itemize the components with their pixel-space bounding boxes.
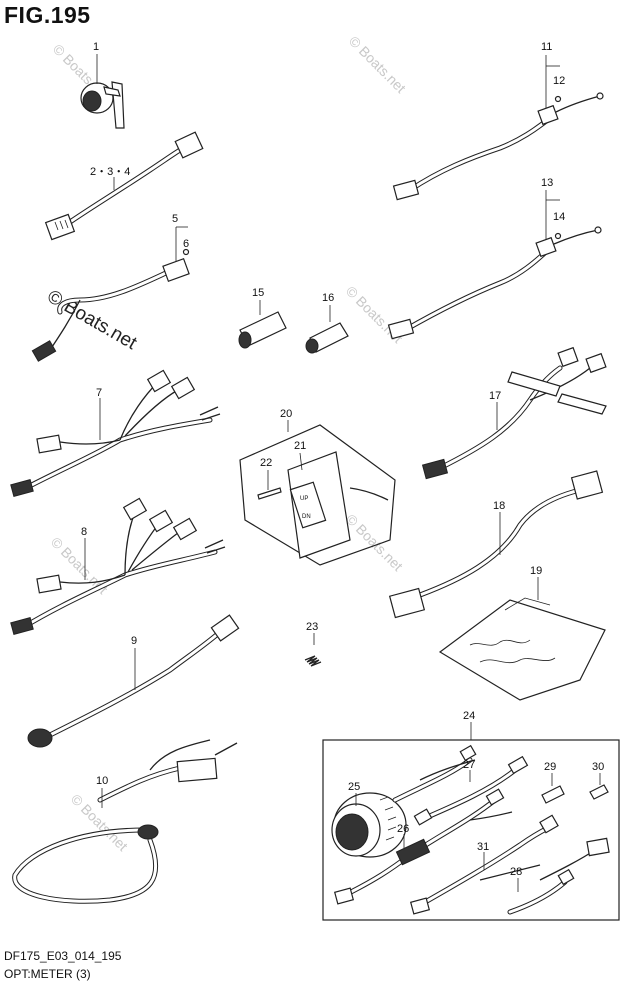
callout-26: 26	[397, 823, 409, 835]
part-20-switch-kit: UP DN	[239, 420, 396, 566]
callout-12: 12	[553, 75, 565, 87]
callout-8: 8	[81, 526, 87, 538]
switch-dn-label: DN	[302, 514, 311, 520]
part-18-cable	[388, 470, 604, 619]
figure-name: OPT:METER (3)	[4, 967, 91, 981]
callout-23: 23	[306, 621, 318, 633]
part-19-bag	[438, 577, 606, 701]
callout-21: 21	[294, 440, 306, 452]
part-15-connector	[238, 300, 287, 349]
watermark: © Boats.net	[346, 33, 409, 96]
watermark-large: © Boats.net	[44, 286, 141, 354]
callout-24: 24	[463, 710, 475, 722]
callout-9: 9	[131, 635, 137, 647]
callout-22: 22	[260, 457, 272, 469]
callout-11: 11	[541, 41, 552, 53]
callout-19: 19	[530, 565, 542, 577]
callout-31: 31	[477, 841, 489, 853]
callout-18: 18	[493, 500, 505, 512]
part-16-connector	[305, 305, 349, 354]
part-13-harness	[387, 190, 602, 340]
callout-20: 20	[280, 408, 292, 420]
callout-29: 29	[544, 761, 556, 773]
callout-labels: 1 2・3・4 5 6 7 8 9 10 11 12 13 14 15 16 1…	[81, 41, 604, 878]
part-24-kit	[322, 722, 620, 921]
part-17-harness	[421, 346, 607, 480]
part-10-cable	[12, 739, 238, 904]
callout-5: 5	[172, 213, 178, 225]
callout-28: 28	[510, 866, 522, 878]
callout-27: 27	[463, 759, 475, 771]
part-2-3-4-harness	[44, 131, 204, 241]
callout-7: 7	[96, 387, 102, 399]
switch-up-label: UP	[300, 496, 308, 502]
callout-16: 16	[322, 292, 334, 304]
callout-25: 25	[348, 781, 360, 793]
part-23-spring	[304, 633, 322, 667]
part-1-cap	[80, 54, 125, 129]
callout-6: 6	[183, 238, 189, 250]
part-9-cable	[27, 614, 240, 748]
callout-2-3-4: 2・3・4	[90, 166, 130, 178]
part-8-harness	[10, 497, 226, 635]
part-7-harness	[10, 369, 221, 497]
part-11-harness	[392, 55, 604, 201]
callout-14: 14	[553, 211, 565, 223]
figure-title: FIG.195	[4, 2, 91, 28]
callout-10: 10	[96, 775, 108, 787]
figure-code: DF175_E03_014_195	[4, 949, 122, 963]
callout-30: 30	[592, 761, 604, 773]
part-25-gauge	[331, 792, 407, 858]
callout-17: 17	[489, 390, 501, 402]
watermark: © Boats.net	[343, 511, 406, 574]
part-5-harness	[31, 226, 190, 362]
callout-15: 15	[252, 287, 264, 299]
callout-1: 1	[93, 41, 99, 53]
callout-13: 13	[541, 177, 553, 189]
